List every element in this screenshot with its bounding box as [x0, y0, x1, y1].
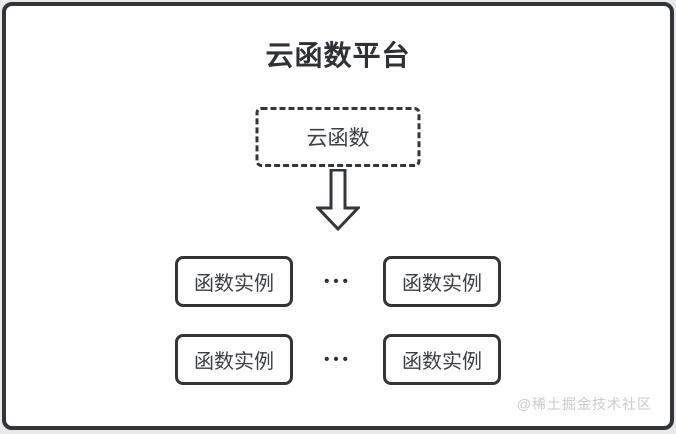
- down-arrow-icon: [314, 168, 362, 232]
- ellipsis: •••: [324, 273, 352, 290]
- instance-row: 函数实例 ••• 函数实例: [6, 334, 670, 385]
- function-instance-label: 函数实例: [402, 273, 482, 295]
- cloud-function-node-label: 云函数: [306, 127, 370, 150]
- function-instance-box: 函数实例: [383, 334, 501, 385]
- ellipsis: •••: [324, 351, 352, 368]
- instance-row: 函数实例 ••• 函数实例: [6, 256, 670, 307]
- function-instance-box: 函数实例: [175, 256, 293, 307]
- watermark: @稀土掘金技术社区: [516, 396, 652, 412]
- cloud-function-node: 云函数: [255, 107, 421, 167]
- diagram-title: 云函数平台: [265, 40, 411, 71]
- function-instance-box: 函数实例: [175, 334, 293, 385]
- function-instance-label: 函数实例: [194, 351, 274, 373]
- function-instance-box: 函数实例: [383, 256, 501, 307]
- function-instance-label: 函数实例: [402, 351, 482, 373]
- function-instance-label: 函数实例: [194, 273, 274, 295]
